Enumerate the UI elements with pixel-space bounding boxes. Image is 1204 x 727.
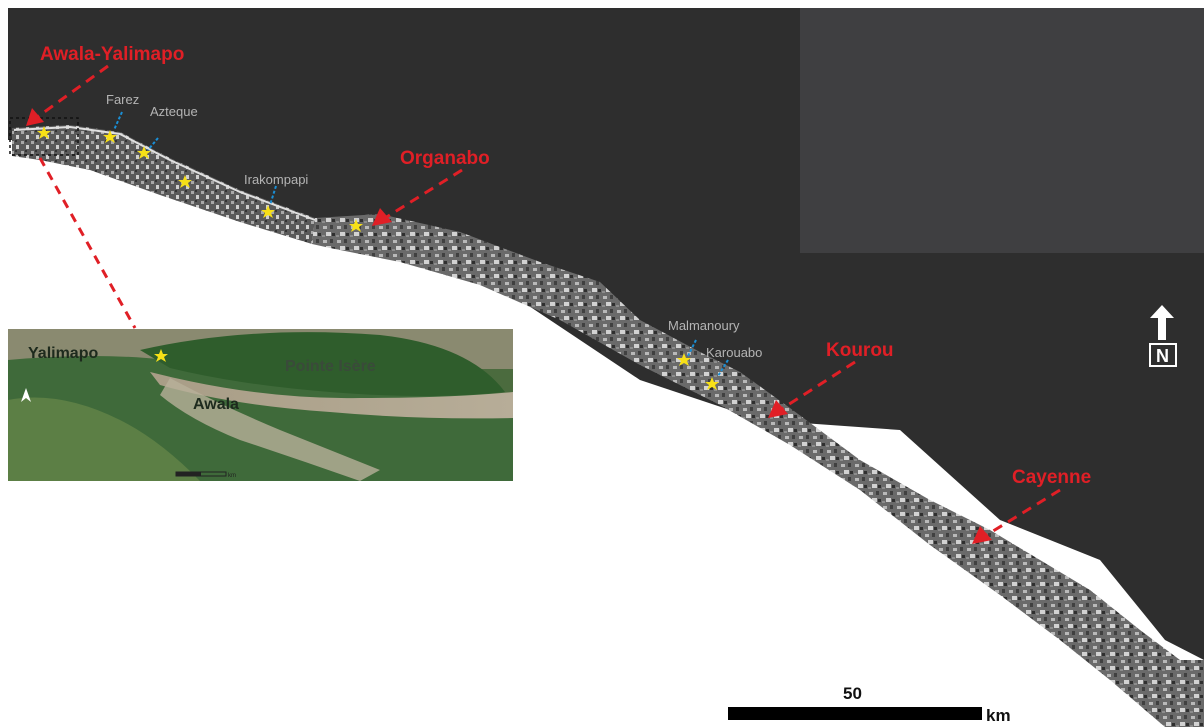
label-karouabo: Karouabo [706, 345, 762, 360]
arrowhead-icon [768, 400, 788, 418]
label-irakompapi: Irakompapi [244, 172, 308, 187]
site-marker-icon [154, 349, 168, 362]
inset-scale-unit: km [228, 473, 236, 479]
site-markers [37, 126, 719, 390]
scale-bar: 50 km [728, 684, 1011, 725]
coastline-strip-west [12, 125, 315, 244]
no-data-block [800, 8, 1204, 253]
site-marker-icon [349, 219, 363, 232]
label-azteque: Azteque [150, 104, 198, 119]
site-marker-icon [705, 377, 719, 390]
arrowhead-icon [372, 208, 392, 226]
north-letter: N [1156, 346, 1169, 366]
site-marker-icon [103, 130, 117, 143]
label-cayenne: Cayenne [1012, 467, 1091, 488]
inset-label-awala: Awala [193, 396, 239, 413]
coastline-strip-central [312, 214, 1204, 727]
scale-value: 50 [843, 684, 862, 703]
label-organabo: Organabo [400, 148, 490, 169]
inset-north-icon [21, 388, 31, 402]
inset-locator-box [9, 117, 79, 156]
pointer-arrows-major [35, 64, 1061, 538]
site-marker-icon [137, 146, 151, 159]
inset-leader-line [38, 157, 137, 329]
label-kourou: Kourou [826, 340, 894, 361]
scale-unit: km [986, 706, 1011, 725]
site-marker-icon [677, 353, 691, 366]
north-arrow-icon: N [1149, 305, 1177, 367]
inset-label-yalimapo: Yalimapo [28, 345, 98, 362]
site-marker-icon [178, 175, 192, 188]
arrowheads-major [26, 108, 992, 544]
pointer-arrows-minor [113, 111, 729, 377]
inset-label-pointe-isere: Pointe Isère [285, 358, 376, 375]
label-farez: Farez [106, 92, 139, 107]
beach-line [13, 125, 316, 221]
inset-image: km Yalimapo Pointe Isère Awala [8, 329, 513, 481]
arrowhead-icon [972, 526, 992, 544]
label-awala-yalimapo: Awala-Yalimapo [40, 44, 184, 65]
label-malmanoury: Malmanoury [668, 318, 740, 333]
site-marker-icon [37, 126, 51, 139]
site-marker-icon [261, 205, 275, 218]
arrowhead-icon [26, 108, 44, 126]
